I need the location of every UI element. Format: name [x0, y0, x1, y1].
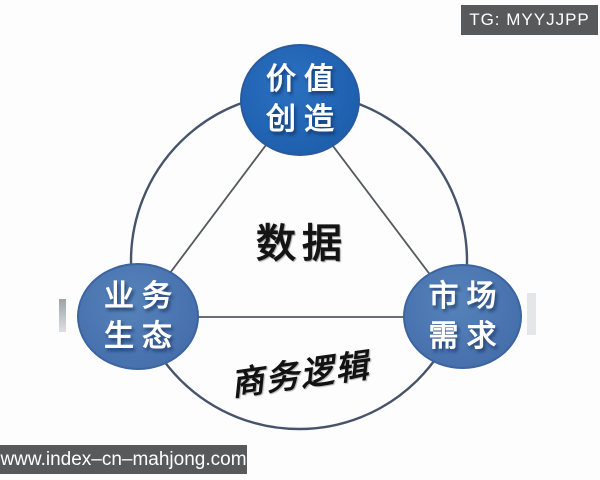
node-label-line: 业务: [104, 278, 180, 314]
center-label-data: 数据: [256, 220, 348, 267]
node-market-demand: 市场 需求: [403, 264, 522, 369]
watermark-removal-smudge-left: [59, 299, 66, 332]
node-label-line: 市场: [428, 278, 505, 314]
node-label-line: 创造: [266, 102, 342, 137]
node-value-creation: 价值 创造: [240, 44, 360, 156]
node-label-line: 价值: [266, 62, 342, 98]
node-label-line: 生态: [104, 318, 180, 354]
node-business-ecosystem: 业务 生态: [77, 263, 199, 370]
watermark-website-url: www.index–cn–mahjong.com: [0, 445, 247, 474]
watermark-telegram-handle: TG: MYYJJPP: [461, 5, 598, 35]
watermark-removal-smudge-right: [527, 293, 536, 335]
node-label-line: 需求: [428, 318, 505, 354]
